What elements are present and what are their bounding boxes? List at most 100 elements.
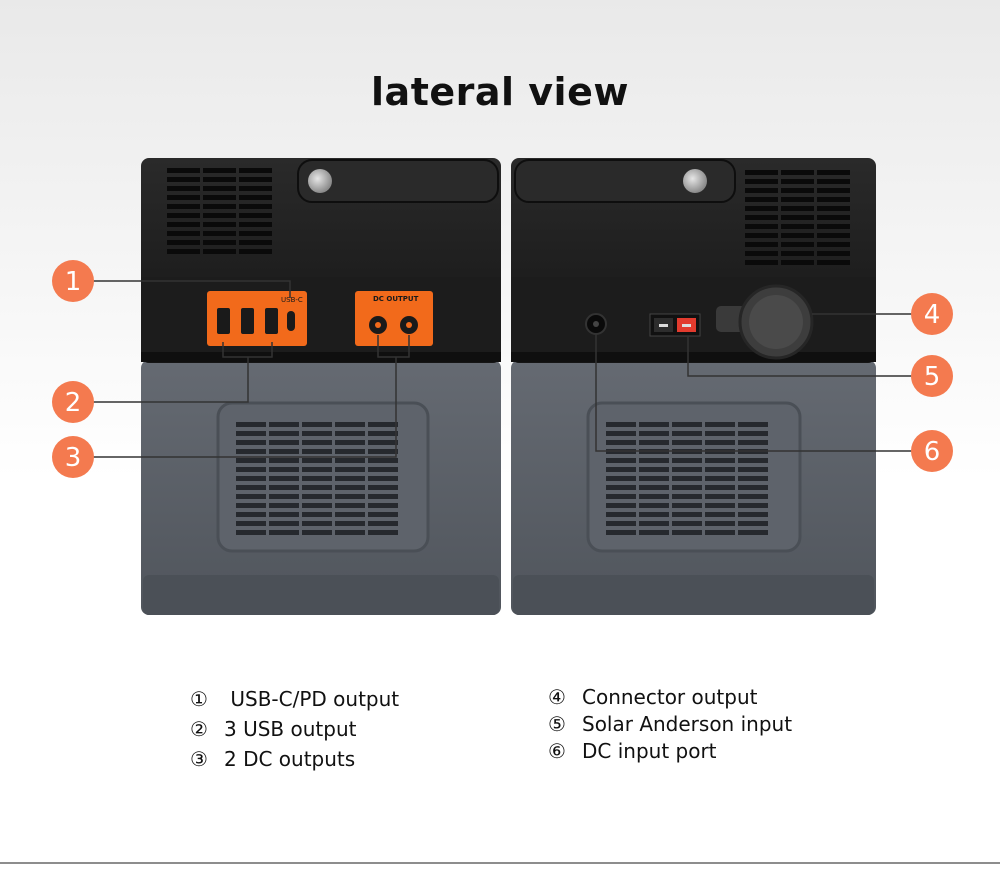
leader-line-3-bracket (377, 335, 410, 358)
legend-text: Solar Anderson input (582, 712, 793, 736)
vent-slot (745, 179, 778, 184)
vent-slot (672, 458, 702, 463)
vent-slot (817, 251, 850, 256)
vent-slot (269, 467, 299, 472)
vent-slot (745, 215, 778, 220)
left-base-foot (143, 575, 499, 615)
left-handle-knob (308, 169, 332, 193)
legend-number: ④ (548, 685, 566, 709)
vent-slot (705, 530, 735, 535)
vent-slot (781, 224, 814, 229)
vent-slot (269, 503, 299, 508)
vent-slot (705, 485, 735, 490)
legend-text: Connector output (582, 685, 758, 709)
vent-slot (236, 431, 266, 436)
callout-5-circle (911, 355, 953, 397)
vent-slot (672, 530, 702, 535)
vent-slot (672, 440, 702, 445)
vent-slot (738, 485, 768, 490)
right-trim-line (511, 352, 876, 362)
vent-slot (738, 431, 768, 436)
vent-slot (781, 233, 814, 238)
vent-slot (672, 512, 702, 517)
left-unit: USB-C DC OUTPUT (141, 158, 501, 615)
legend-item-usb-c: ① USB-C/PD output (190, 684, 399, 714)
vent-slot (239, 249, 272, 254)
vent-slot (236, 467, 266, 472)
vent-slot (203, 168, 236, 173)
vent-slot (606, 512, 636, 517)
vent-slot (672, 476, 702, 481)
legend-text: USB-C/PD output (224, 687, 400, 711)
callout-5-number: 5 (924, 362, 941, 392)
vent-slot (639, 422, 669, 427)
usb-a-port-1 (217, 308, 230, 334)
leader-line-3 (93, 357, 397, 458)
vent-slot (368, 530, 398, 535)
vent-slot (606, 458, 636, 463)
vent-slot (302, 503, 332, 508)
vent-slot (817, 215, 850, 220)
vent-slot (606, 503, 636, 508)
right-base-foot (513, 575, 874, 615)
legend-item-connector: ④ Connector output (548, 684, 792, 711)
usb-port-panel (207, 291, 307, 346)
vent-slot (817, 260, 850, 265)
legend-number: ② (190, 717, 208, 741)
vent-slot (302, 512, 332, 517)
vent-slot (817, 224, 850, 229)
vent-slot (203, 204, 236, 209)
vent-slot (738, 503, 768, 508)
vent-slot (738, 458, 768, 463)
vent-slot (239, 177, 272, 182)
callout-1-circle (52, 260, 94, 302)
vent-slot (639, 458, 669, 463)
vent-slot (368, 449, 398, 454)
vent-slot (639, 476, 669, 481)
vent-slot (606, 530, 636, 535)
vent-slot (335, 458, 365, 463)
callout-5: 5 (911, 355, 953, 397)
vent-slot (236, 476, 266, 481)
vent-slot (705, 440, 735, 445)
vent-slot (167, 168, 200, 173)
leader-line-6 (595, 334, 912, 452)
vent-slot (239, 186, 272, 191)
legend-number: ⑥ (548, 739, 566, 763)
vent-slot (639, 503, 669, 508)
vent-slot (236, 458, 266, 463)
vent-slot (705, 431, 735, 436)
vent-slot (745, 251, 778, 256)
leader-lines (93, 280, 912, 458)
vent-slot (167, 222, 200, 227)
callout-3-circle (52, 436, 94, 478)
vent-slot (639, 440, 669, 445)
legend-text: 3 USB output (224, 717, 357, 741)
vent-slot (269, 458, 299, 463)
vent-slot (236, 521, 266, 526)
vent-slot (672, 422, 702, 427)
vent-slot (781, 188, 814, 193)
page-title: lateral view (371, 70, 629, 114)
vent-slot (817, 197, 850, 202)
vent-slot (335, 440, 365, 445)
vent-slot (606, 422, 636, 427)
vent-slot (368, 503, 398, 508)
vent-slot (236, 440, 266, 445)
vent-slot (639, 512, 669, 517)
vent-slot (738, 494, 768, 499)
vent-slot (269, 530, 299, 535)
vent-slot (368, 512, 398, 517)
vent-slot (239, 204, 272, 209)
vent-slot (606, 431, 636, 436)
vent-slot (335, 485, 365, 490)
legend-text: 2 DC outputs (224, 747, 356, 771)
vent-slot (705, 512, 735, 517)
callout-1-number: 1 (65, 267, 82, 297)
vent-slot (236, 512, 266, 517)
anderson-pin-black (659, 324, 668, 327)
dc-input-jack-pin (593, 321, 599, 327)
vent-slot (167, 204, 200, 209)
vent-slot (639, 467, 669, 472)
